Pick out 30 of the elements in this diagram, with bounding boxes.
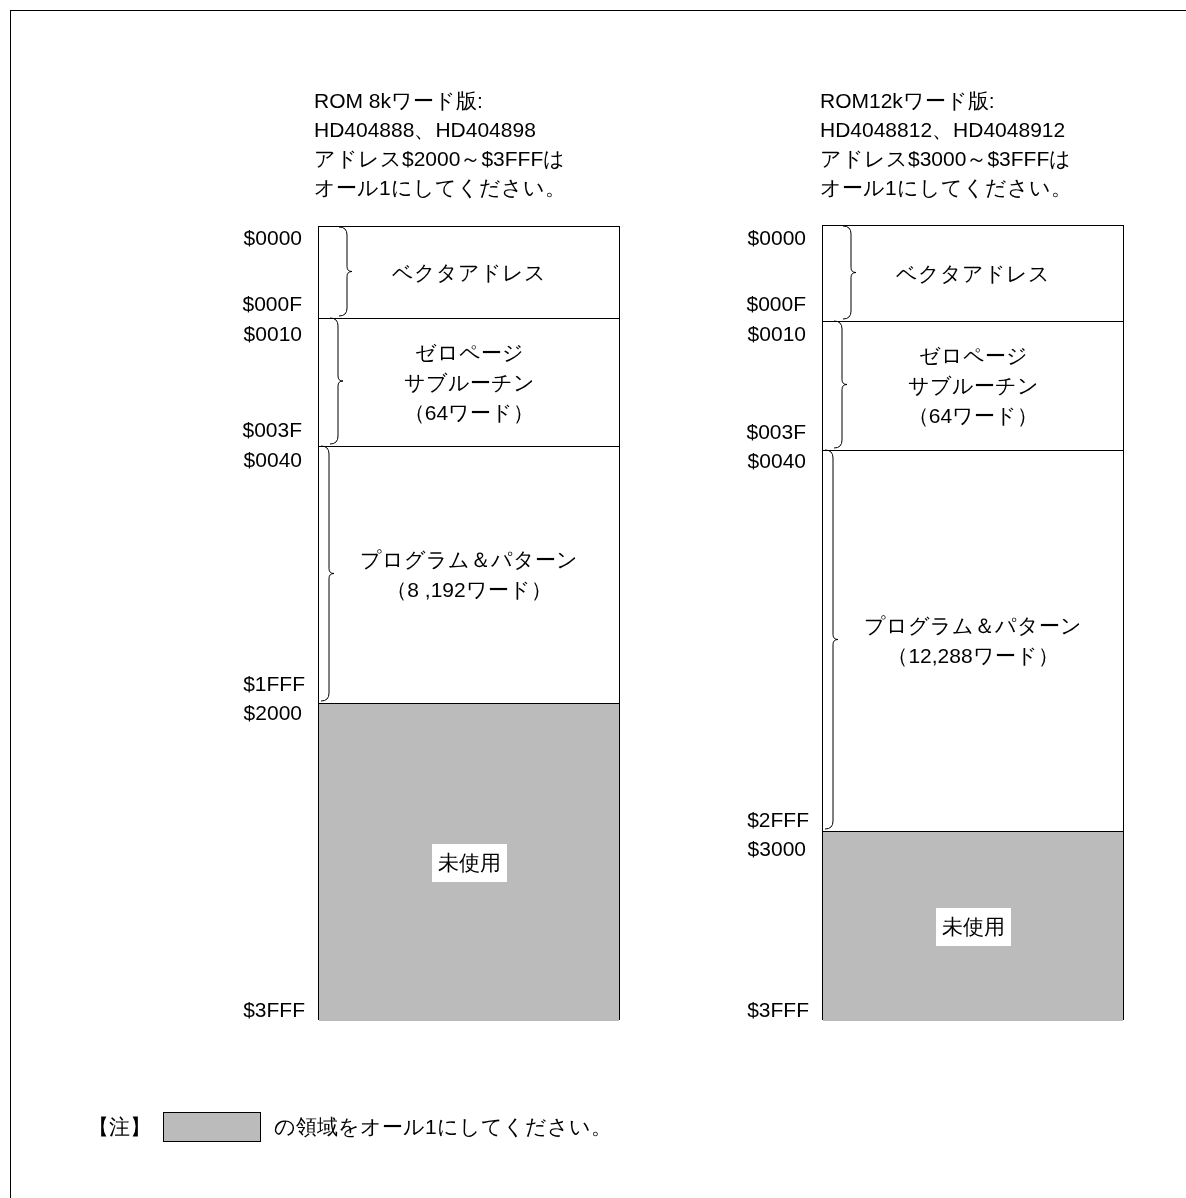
address-label: $000F <box>746 292 806 316</box>
address-label: $0010 <box>747 322 806 346</box>
address-label: $3FFF <box>747 998 809 1022</box>
address-label: $2FFF <box>747 808 809 832</box>
unused-region <box>319 703 619 1021</box>
region-label: ベクタアドレス <box>896 260 1050 287</box>
address-label: $0000 <box>243 226 302 250</box>
address-label: $2000 <box>243 701 302 725</box>
address-label: $1FFF <box>243 672 305 696</box>
region-label: プログラム＆パターン（12,288ワード） <box>864 613 1082 669</box>
address-label: $000F <box>242 292 302 316</box>
address-label: $0040 <box>243 448 302 472</box>
memory-map-heading: ROM12kワード版:HD4048812、HD4048912アドレス$3000～$3FFFはオール1にしてください。 <box>820 88 1072 201</box>
note-label: 【注】 <box>88 1115 151 1139</box>
address-label: $003F <box>242 418 302 442</box>
address-label: $003F <box>746 420 806 444</box>
region-label: 未使用 <box>431 843 507 882</box>
region-label: ゼロページサブルーチン（64ワード） <box>907 343 1039 429</box>
address-label: $3000 <box>747 837 806 861</box>
region-label: 未使用 <box>935 907 1011 946</box>
region-label: ベクタアドレス <box>392 259 546 286</box>
legend-text: の領域をオール1にしてください。 <box>274 1115 612 1139</box>
region-label: ゼロページサブルーチン（64ワード） <box>403 339 535 426</box>
address-label: $0000 <box>747 226 806 250</box>
memory-map-heading: ROM 8kワード版:HD404888、HD404898アドレス$2000～$3FFFはオール1にしてください。 <box>314 88 566 201</box>
address-label: $3FFF <box>243 998 305 1022</box>
address-label: $0040 <box>747 449 806 473</box>
address-label: $0010 <box>243 322 302 346</box>
unused-region <box>823 831 1123 1021</box>
region-label: プログラム＆パターン（8 ,192ワード） <box>360 547 578 603</box>
